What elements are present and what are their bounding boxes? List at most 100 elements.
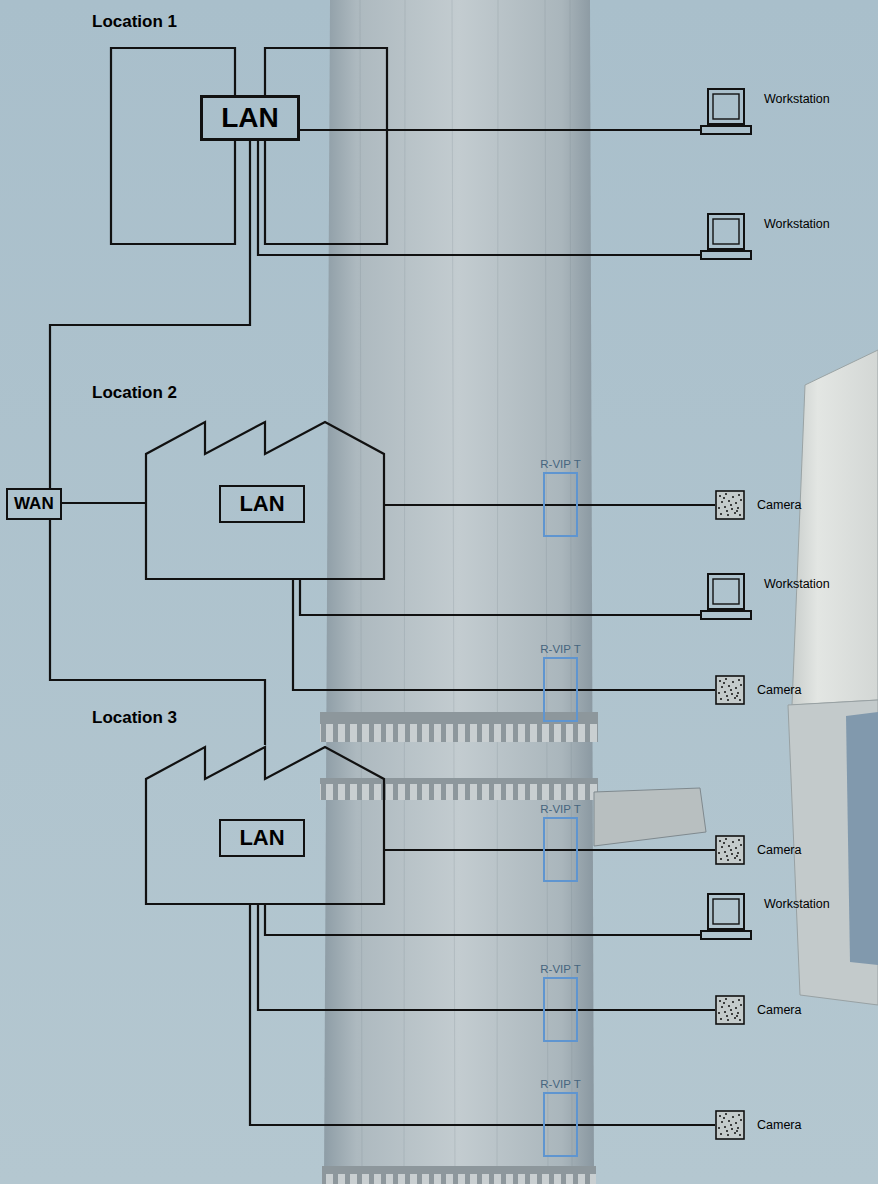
housing-mount <box>846 712 878 965</box>
camera-dot <box>737 1127 739 1129</box>
camera-dot <box>735 687 737 689</box>
camera-dot <box>718 1127 720 1129</box>
camera-dot <box>727 859 729 861</box>
camera-dot <box>723 1002 725 1004</box>
camera-dot <box>736 1015 738 1017</box>
camera-dot <box>739 699 741 701</box>
camera-dot <box>726 1130 728 1132</box>
camera-dot <box>727 1019 729 1021</box>
screen <box>713 94 739 119</box>
camera-dot <box>740 1119 742 1121</box>
camera-icon: Camera <box>715 675 745 705</box>
monitor <box>708 574 744 609</box>
monitor <box>708 214 744 249</box>
lan-label: LAN <box>239 491 284 516</box>
network-link <box>258 141 700 255</box>
icon-graphic <box>700 213 752 261</box>
lan-label: LAN <box>239 825 284 850</box>
camera-dot <box>730 849 732 851</box>
keyboard-base <box>701 251 751 259</box>
network-link <box>578 689 715 691</box>
camera-icon: Camera <box>715 835 745 865</box>
camera-label: Camera <box>757 835 801 865</box>
keyboard-base <box>701 611 751 619</box>
camera-dot <box>737 507 739 509</box>
icon-graphic <box>700 893 752 941</box>
rvip-module: R-VIP T <box>543 817 578 882</box>
camera-dot <box>739 514 741 516</box>
camera-dot <box>735 1122 737 1124</box>
camera-dot <box>728 1005 730 1007</box>
rvip-label: R-VIP T <box>540 963 580 975</box>
rvip-label: R-VIP T <box>540 1078 580 1090</box>
camera-dot <box>719 1115 721 1117</box>
camera-dot <box>725 838 727 840</box>
camera-dot <box>731 693 733 695</box>
rvip-module: R-VIP T <box>543 472 578 537</box>
network-link <box>250 905 543 1125</box>
camera-dot <box>732 1116 734 1118</box>
camera-dot <box>735 847 737 849</box>
chimney-band <box>320 778 598 800</box>
camera-body <box>716 491 744 519</box>
camera-dot <box>730 1124 732 1126</box>
camera-dot <box>726 1015 728 1017</box>
camera-dot <box>723 497 725 499</box>
camera-dot <box>728 1120 730 1122</box>
camera-dot <box>738 679 740 681</box>
rvip-module: R-VIP T <box>543 977 578 1042</box>
factory-outline <box>146 747 384 904</box>
camera-dot <box>731 1013 733 1015</box>
camera-dot <box>734 1017 736 1019</box>
network-link <box>50 141 250 488</box>
concrete-texture <box>360 0 572 1184</box>
icon-graphic <box>715 995 745 1025</box>
network-link <box>385 849 543 851</box>
camera-dot <box>728 500 730 502</box>
lan-label: LAN <box>221 102 279 134</box>
camera-label: Camera <box>757 490 801 520</box>
camera-dot <box>736 695 738 697</box>
icon-graphic <box>715 1110 745 1140</box>
camera-dot <box>723 842 725 844</box>
monitor <box>708 894 744 929</box>
camera-dot <box>737 692 739 694</box>
location-label: Location 2 <box>92 383 177 403</box>
camera-dot <box>739 1019 741 1021</box>
camera-dot <box>726 855 728 857</box>
camera-dot <box>721 1006 723 1008</box>
camera-icon: Camera <box>715 1110 745 1140</box>
network-link <box>578 1009 715 1011</box>
icon-graphic <box>145 745 385 905</box>
rvip-label: R-VIP T <box>540 643 580 655</box>
camera-dot <box>726 695 728 697</box>
camera-dot <box>718 1012 720 1014</box>
camera-dot <box>740 499 742 501</box>
camera-dot <box>728 845 730 847</box>
camera-dot <box>727 1134 729 1136</box>
camera-dot <box>736 855 738 857</box>
camera-body <box>716 836 744 864</box>
icon-graphic <box>110 47 388 245</box>
camera-dot <box>718 507 720 509</box>
rvip-module: R-VIP T <box>543 1092 578 1157</box>
camera-dot <box>724 691 726 693</box>
camera-dot <box>721 501 723 503</box>
network-link <box>62 502 145 504</box>
bracket-arm <box>594 788 706 846</box>
location-building: Location 1LAN <box>110 47 388 245</box>
camera-dot <box>718 692 720 694</box>
camera-dot <box>737 1012 739 1014</box>
camera-dot <box>738 839 740 841</box>
camera-dot <box>734 857 736 859</box>
network-link <box>578 504 715 506</box>
network-link <box>50 520 265 745</box>
camera-dot <box>719 495 721 497</box>
camera-body <box>716 1111 744 1139</box>
icon-graphic <box>700 573 752 621</box>
network-link <box>258 905 543 1010</box>
through-wire <box>545 1009 576 1011</box>
workstation-icon: Workstation <box>700 893 752 941</box>
